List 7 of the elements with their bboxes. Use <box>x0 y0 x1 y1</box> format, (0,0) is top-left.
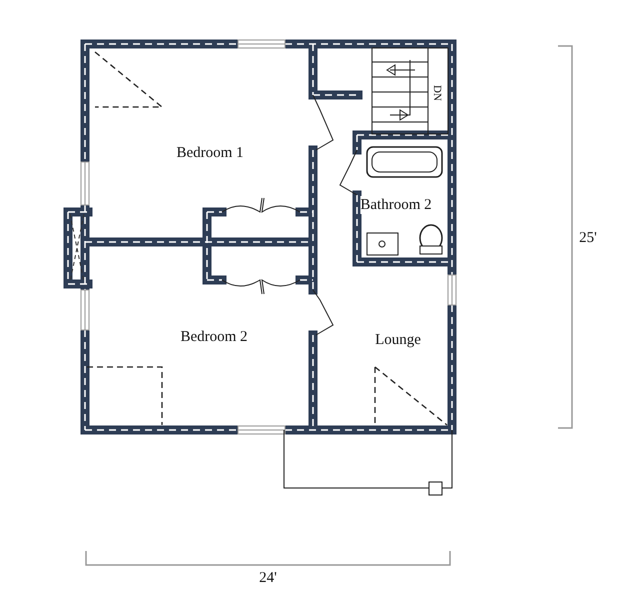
dimension-label: 24' <box>259 569 277 587</box>
room-label: Bedroom 1 <box>176 144 244 162</box>
room-label: Bathroom 2 <box>360 196 432 214</box>
dimension-label: 25' <box>579 229 597 247</box>
stair-direction-label: DN <box>430 85 444 101</box>
room-label: Bedroom 2 <box>180 328 248 346</box>
room-label: Lounge <box>375 331 421 349</box>
